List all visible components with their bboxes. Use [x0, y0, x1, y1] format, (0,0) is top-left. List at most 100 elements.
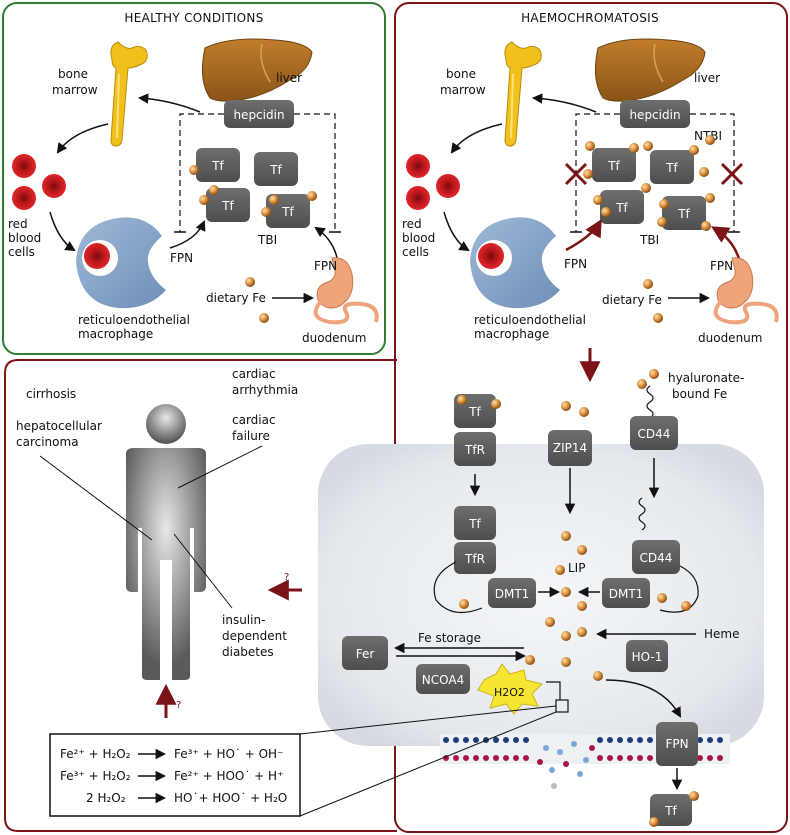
- svg-text:Tf: Tf: [665, 161, 678, 175]
- duodenum-label: duodenum: [302, 331, 366, 345]
- hyaluronate-label-2: bound Fe: [672, 387, 727, 401]
- failure-label-1: cardiac: [232, 413, 276, 427]
- red-label: red: [8, 217, 28, 231]
- dietary-fe-label: dietary Fe: [206, 291, 266, 305]
- bone-icon: [110, 41, 148, 147]
- svg-text:Tf: Tf: [664, 804, 677, 818]
- macrophage-label-2: macrophage: [474, 327, 549, 341]
- svg-text:Tf: Tf: [615, 201, 628, 215]
- svg-text:Tf: Tf: [677, 207, 690, 221]
- fpn-right-label: FPN: [314, 259, 337, 273]
- haemo-title: HAEMOCHROMATOSIS: [521, 11, 659, 25]
- red-blood-cell-icon: [12, 186, 36, 210]
- arrhythmia-label-1: cardiac: [232, 367, 276, 381]
- zip14-box: [548, 430, 592, 466]
- diabetes-label-2: dependent: [222, 629, 287, 643]
- svg-text:TfR: TfR: [464, 552, 485, 566]
- red-label: red: [402, 217, 422, 231]
- tf-box: [454, 506, 496, 540]
- red-blood-cell-icon: [406, 186, 430, 210]
- bone-marrow-label-2: marrow: [440, 83, 486, 97]
- h2o2-label: H2O2: [494, 686, 525, 699]
- hepcidin-box: [620, 100, 690, 128]
- equation-left: Fe³⁺ + H₂O₂: [60, 769, 131, 783]
- human-figure-icon: [126, 404, 206, 680]
- tfr-box: [454, 542, 496, 574]
- ho1-box: [626, 640, 668, 672]
- macrophage-label-2: macrophage: [78, 327, 153, 341]
- red-blood-cell-icon: [42, 174, 66, 198]
- red-blood-cell-icon: [436, 174, 460, 198]
- h2o2-burst-icon: [477, 663, 543, 715]
- red-blood-cell-icon: [84, 243, 110, 269]
- tbi-label: TBI: [257, 233, 277, 247]
- tfr-box: [454, 432, 496, 466]
- bone-marrow-label-2: marrow: [52, 83, 98, 97]
- dietary-fe-label: dietary Fe: [602, 293, 662, 307]
- cell-body: [318, 444, 764, 746]
- bone-icon: [504, 41, 542, 147]
- svg-text:DMT1: DMT1: [609, 587, 644, 601]
- dmt1-box: [602, 578, 650, 608]
- svg-text:HO-1: HO-1: [632, 650, 663, 664]
- cirrhosis-label: cirrhosis: [26, 387, 76, 401]
- tf-box: [662, 196, 706, 230]
- arrhythmia-label-2: arrhythmia: [232, 383, 298, 397]
- equation-right: HO˙+ HOO˙ + H₂O: [174, 791, 287, 805]
- hepcidin-box: [224, 100, 294, 128]
- cd44-box: [630, 416, 678, 450]
- equation-right: Fe²⁺ + HOO˙ + H⁺: [174, 769, 283, 783]
- bone-marrow-label-1: bone: [446, 67, 476, 81]
- svg-text:Tf: Tf: [468, 405, 481, 419]
- tf-box: [592, 148, 636, 182]
- red-blood-cell-icon: [12, 154, 36, 178]
- haemo-panel-frame: [394, 2, 788, 833]
- duodenum-label: duodenum: [698, 331, 762, 345]
- hepcidin-label: hepcidin: [629, 108, 680, 122]
- haemo-section: liver bone marrow hepcidin NTBI Tf Tf Tf…: [402, 38, 779, 383]
- tf-box: [196, 148, 240, 182]
- fe-storage-label: Fe storage: [418, 631, 481, 645]
- tf-box: [650, 150, 694, 184]
- hcc-label-2: carcinoma: [16, 435, 79, 449]
- diabetes-label-3: diabetes: [222, 645, 274, 659]
- lip-label: LIP: [568, 561, 585, 575]
- svg-text:CD44: CD44: [640, 551, 673, 565]
- cells-label: cells: [402, 245, 429, 259]
- tf-box: [254, 152, 298, 186]
- question-up: ?: [176, 700, 181, 711]
- fpn-left-label: FPN: [170, 251, 193, 265]
- hyaluronate-label-1: hyaluronate-: [668, 371, 744, 385]
- equation-left: Fe²⁺ + H₂O₂: [60, 747, 131, 761]
- liver-icon: [594, 38, 706, 102]
- healthy-title: HEALTHY CONDITIONS: [124, 11, 263, 25]
- svg-text:CD44: CD44: [638, 427, 671, 441]
- svg-text:Tf: Tf: [281, 205, 294, 219]
- svg-text:NCOA4: NCOA4: [422, 673, 464, 687]
- liver-label: liver: [276, 71, 302, 85]
- fpn-right-label: FPN: [710, 259, 733, 273]
- svg-text:DMT1: DMT1: [495, 587, 530, 601]
- svg-text:Tf: Tf: [221, 199, 234, 213]
- blood-label: blood: [8, 231, 41, 245]
- svg-text:ZIP14: ZIP14: [553, 441, 587, 455]
- fpn-left-label: FPN: [564, 257, 587, 271]
- bone-marrow-label-1: bone: [58, 67, 88, 81]
- svg-text:Tf: Tf: [607, 159, 620, 173]
- hcc-label-1: hepatocellular: [16, 419, 102, 433]
- svg-text:FPN: FPN: [665, 737, 688, 751]
- hepcidin-label: hepcidin: [233, 108, 284, 122]
- block-cross-icon: [564, 162, 588, 186]
- healthy-panel-frame: [2, 2, 386, 355]
- heme-label: Heme: [704, 627, 739, 641]
- dmt1-box: [488, 578, 536, 608]
- blood-label: blood: [402, 231, 435, 245]
- svg-text:Fer: Fer: [356, 647, 375, 661]
- liver-label: liver: [694, 71, 720, 85]
- red-blood-cell-icon: [406, 154, 430, 178]
- duodenum-icon: [713, 257, 779, 325]
- failure-label-2: failure: [232, 429, 270, 443]
- macrophage-label-1: reticuloendothelial: [474, 313, 586, 327]
- liver-icon: [201, 38, 313, 102]
